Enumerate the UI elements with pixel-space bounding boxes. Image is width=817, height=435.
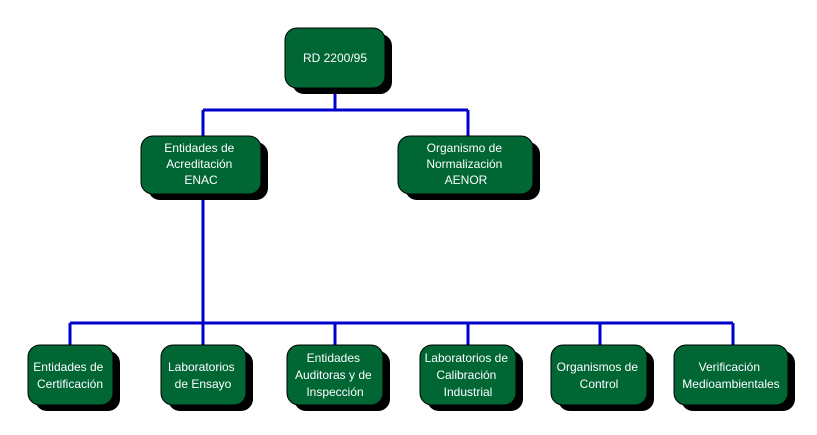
node-label: Entidades de Acreditación ENAC bbox=[164, 141, 237, 187]
node-label: Organismo de Normalización AENOR bbox=[426, 141, 505, 187]
node-label-line: Calibración bbox=[436, 368, 496, 382]
node-label-line: Auditoras y de bbox=[295, 368, 372, 382]
node-label-line: Organismos de bbox=[557, 360, 639, 374]
node-laboratorios-de-ensayo: Laboratorios de Ensayo bbox=[160, 344, 253, 411]
node-box bbox=[419, 344, 517, 406]
node-label-line: Entidades bbox=[307, 351, 360, 365]
node-organismos-de-control: Organismos de Control bbox=[550, 344, 654, 411]
node-entidades-de-certificacion: Entidades de Certificación bbox=[27, 344, 120, 411]
node-label: Laboratorios de Ensayo bbox=[168, 360, 238, 391]
node-rd-2200-95: RD 2200/95 bbox=[284, 27, 392, 94]
node-entidades-auditoras: Entidades Auditoras y de Inspección bbox=[286, 344, 390, 411]
node-entidades-de-acreditacion: Entidades de Acreditación ENAC bbox=[140, 135, 268, 200]
node-box bbox=[27, 344, 114, 406]
node-label-line: Laboratorios bbox=[168, 360, 235, 374]
node-label-line: ENAC bbox=[184, 173, 218, 187]
node-box bbox=[673, 344, 789, 406]
node-organismo-de-normalizacion: Organismo de Normalización AENOR bbox=[397, 135, 540, 200]
node-box bbox=[550, 344, 648, 406]
node-laboratorios-de-calibracion: Laboratorios de Calibración Industrial bbox=[419, 344, 523, 411]
node-label-line: AENOR bbox=[445, 173, 488, 187]
node-label-line: Control bbox=[580, 377, 619, 391]
node-label: RD 2200/95 bbox=[303, 51, 367, 65]
node-box bbox=[160, 344, 247, 406]
node-label-line: Laboratorios de bbox=[425, 351, 509, 365]
node-label-line: Entidades de bbox=[33, 360, 103, 374]
node-box bbox=[397, 135, 534, 195]
node-label-line: Industrial bbox=[444, 385, 493, 399]
node-label-line: Medioambientales bbox=[682, 377, 779, 391]
node-verificacion-medioambientales: Verificación Medioambientales bbox=[673, 344, 795, 411]
node-box bbox=[140, 135, 262, 195]
node-label: Laboratorios de Calibración Industrial bbox=[425, 351, 512, 399]
node-label-line: Organismo de bbox=[427, 141, 503, 155]
node-label-line: Normalización bbox=[426, 157, 502, 171]
node-label: Entidades Auditoras y de Inspección bbox=[295, 351, 375, 399]
node-label: Entidades de Certificación bbox=[33, 360, 106, 391]
node-label: Verificación Medioambientales bbox=[682, 360, 779, 391]
node-label-line: Entidades de bbox=[164, 141, 234, 155]
node-label-line: de Ensayo bbox=[175, 377, 232, 391]
node-label-line: Acreditación bbox=[166, 157, 232, 171]
node-label-line: Certificación bbox=[37, 377, 103, 391]
node-box bbox=[286, 344, 384, 406]
node-label-line: Inspección bbox=[306, 385, 363, 399]
node-label-line: Verificación bbox=[699, 360, 760, 374]
node-box bbox=[284, 27, 386, 89]
node-label-line: RD 2200/95 bbox=[303, 51, 367, 65]
node-label: Organismos de Control bbox=[557, 360, 642, 391]
connectors bbox=[68, 89, 735, 345]
